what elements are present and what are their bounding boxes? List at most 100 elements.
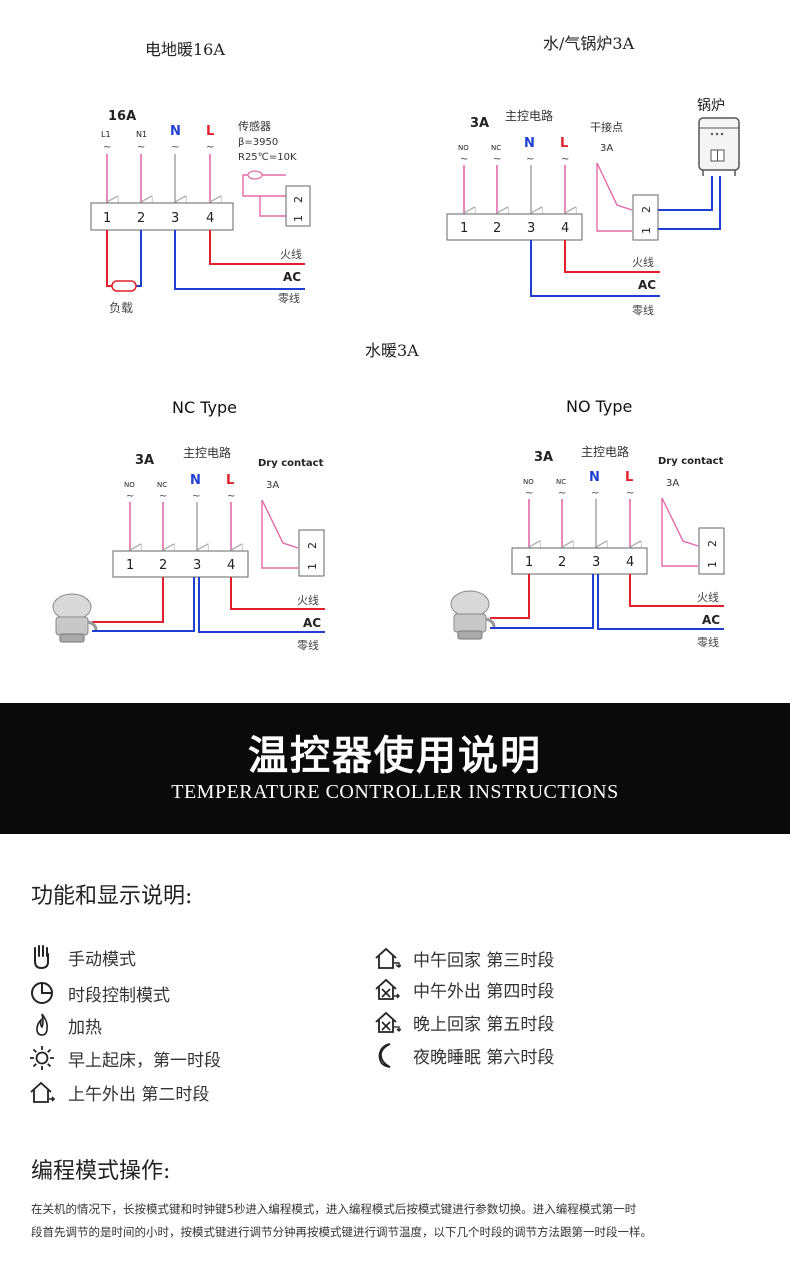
actuator-icon bbox=[52, 593, 98, 643]
nc-dry-rating: 3A bbox=[266, 480, 279, 491]
boiler-diagram: 3A 主控电路 NO NC N L ~ ~ ~ ~ 1 2 3 4 火线 AC … bbox=[446, 98, 740, 317]
sun-icon bbox=[30, 1046, 54, 1070]
nc-dry-contact: Dry contact bbox=[258, 458, 324, 469]
nc-contact-block bbox=[298, 529, 325, 577]
fh-terminal-l: L bbox=[206, 124, 214, 139]
bl-neutral-label: 零线 bbox=[632, 303, 654, 317]
no-terminal-nc: NC bbox=[556, 478, 566, 486]
no-type-title: NO Type bbox=[566, 397, 633, 416]
house-x-leave-icon bbox=[375, 978, 400, 1000]
no-contact-block bbox=[698, 527, 725, 575]
bl-terminal-no: NO bbox=[458, 144, 469, 152]
no-live-label: 火线 bbox=[697, 590, 719, 604]
bl-ac-label: AC bbox=[638, 278, 656, 292]
fh-rating: 16A bbox=[108, 109, 136, 124]
bl-num-3: 3 bbox=[527, 221, 535, 236]
no-main-circuit: 主控电路 bbox=[581, 444, 629, 459]
flame-icon bbox=[36, 1013, 48, 1036]
legend-timed: 时段控制模式 bbox=[28, 978, 170, 1008]
svg-text:~: ~ bbox=[171, 142, 179, 153]
bl-terminal-l: L bbox=[560, 136, 568, 151]
no-type-diagram: 3A 主控电路 NO NC N L ~ ~ ~ ~ 1 2 3 4 火线 AC … bbox=[450, 444, 725, 649]
fh-sensor-title: 传感器 bbox=[238, 120, 271, 133]
svg-text:~: ~ bbox=[460, 154, 468, 165]
bl-rating: 3A bbox=[470, 116, 489, 131]
nc-terminal-l: L bbox=[226, 473, 234, 488]
svg-text:~: ~ bbox=[192, 491, 200, 502]
fh-load bbox=[111, 280, 137, 292]
legend-label: 上午外出 第二时段 bbox=[68, 1084, 210, 1105]
bl-contact-t2: 2 bbox=[640, 206, 653, 213]
bl-num-4: 4 bbox=[561, 221, 569, 236]
programming-line-2: 段首先调节的是时间的小时，按模式键进行调节分钟再按模式键进行调节温度，以下几个时… bbox=[31, 1225, 652, 1239]
boiler-icon bbox=[698, 117, 740, 176]
svg-text:~: ~ bbox=[493, 154, 501, 165]
nc-type-diagram: 3A 主控电路 NO NC N L ~ ~ ~ ~ 1 2 3 4 火线 AC … bbox=[52, 445, 325, 652]
legend-manual: 手动模式 bbox=[28, 942, 136, 972]
svg-text:~: ~ bbox=[137, 142, 145, 153]
boiler-title: 水/气锅炉3A bbox=[543, 34, 635, 53]
fh-load-label: 负载 bbox=[109, 301, 133, 315]
fh-sensor-t1: 1 bbox=[292, 215, 305, 222]
fh-neutral-label: 零线 bbox=[278, 291, 300, 305]
nc-contact-t2: 2 bbox=[306, 542, 319, 549]
banner-title-zh: 温控器使用说明 bbox=[248, 732, 542, 779]
fh-num-1: 1 bbox=[103, 211, 111, 226]
nc-num-2: 2 bbox=[159, 558, 167, 573]
wiring-diagrams: 16A L1 N1 N L ~ ~ ~ ~ 1 2 3 4 负载 火线 AC 零… bbox=[52, 98, 740, 652]
bl-terminal-nc: NC bbox=[491, 144, 501, 152]
fh-sensor-probe bbox=[247, 170, 263, 180]
nc-type-title: NC Type bbox=[172, 398, 237, 417]
fh-num-3: 3 bbox=[171, 211, 179, 226]
bl-dry-rating: 3A bbox=[600, 143, 613, 154]
svg-text:~: ~ bbox=[159, 491, 167, 502]
bl-boiler-label: 锅炉 bbox=[697, 98, 725, 114]
legend-wake: 早上起床，第一时段 bbox=[28, 1043, 221, 1073]
legend-label: 夜晚睡眠 第六时段 bbox=[413, 1047, 555, 1068]
legend-label: 早上起床，第一时段 bbox=[68, 1050, 221, 1071]
nc-terminal-block bbox=[112, 550, 249, 578]
nc-neutral-label: 零线 bbox=[297, 638, 319, 652]
hand-icon bbox=[34, 945, 49, 970]
fh-sensor-beta: β=3950 bbox=[238, 137, 278, 148]
nc-terminal-no: NO bbox=[124, 481, 135, 489]
no-num-2: 2 bbox=[558, 555, 566, 570]
bl-contact-t1: 1 bbox=[640, 227, 653, 234]
nc-terminal-n: N bbox=[190, 473, 201, 488]
nc-terminal-nc: NC bbox=[157, 481, 167, 489]
svg-text:~: ~ bbox=[558, 488, 566, 499]
no-num-1: 1 bbox=[525, 555, 533, 570]
fh-terminal-l1: L1 bbox=[101, 130, 111, 139]
no-terminal-block bbox=[511, 547, 648, 575]
legend-label: 中午回家 第三时段 bbox=[413, 950, 555, 971]
no-rating: 3A bbox=[534, 450, 553, 465]
fh-num-2: 2 bbox=[137, 211, 145, 226]
nc-ac-label: AC bbox=[303, 616, 321, 630]
moon-icon bbox=[378, 1043, 391, 1068]
legend-night-sleep: 夜晚睡眠 第六时段 bbox=[373, 1040, 554, 1070]
no-contact-t2: 2 bbox=[706, 540, 719, 547]
bl-contact-block bbox=[632, 194, 659, 241]
svg-text:~: ~ bbox=[227, 491, 235, 502]
legend-noon-home: 中午回家 第三时段 bbox=[373, 943, 554, 973]
fh-ac-label: AC bbox=[283, 270, 301, 284]
legend-heating: 加热 bbox=[28, 1010, 102, 1040]
no-num-4: 4 bbox=[626, 555, 634, 570]
svg-text:~: ~ bbox=[525, 488, 533, 499]
fh-terminal-n: N bbox=[170, 124, 181, 139]
bl-live-label: 火线 bbox=[632, 255, 654, 269]
legend-label: 加热 bbox=[68, 1017, 102, 1038]
fh-sensor-t2: 2 bbox=[292, 196, 305, 203]
legend-label: 晚上回家 第五时段 bbox=[413, 1014, 555, 1035]
bl-dry-contact: 干接点 bbox=[590, 121, 623, 134]
no-num-3: 3 bbox=[592, 555, 600, 570]
svg-text:~: ~ bbox=[561, 154, 569, 165]
no-terminal-l: L bbox=[625, 470, 633, 485]
bl-terminal-block bbox=[446, 213, 583, 241]
house-leave-icon bbox=[30, 1081, 56, 1103]
nc-num-3: 3 bbox=[193, 558, 201, 573]
house-x-return-icon bbox=[375, 1011, 401, 1033]
svg-text:~: ~ bbox=[103, 142, 111, 153]
no-neutral-label: 零线 bbox=[697, 635, 719, 649]
fh-terminal-n1: N1 bbox=[136, 130, 147, 139]
